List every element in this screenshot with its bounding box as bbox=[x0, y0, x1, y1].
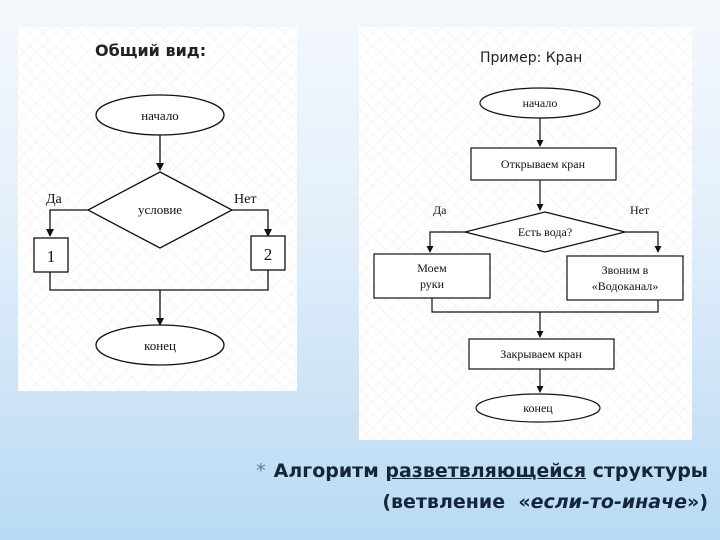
no-branch-line bbox=[232, 209, 272, 237]
call-vodokanal-box bbox=[566, 255, 684, 301]
example-merge-line bbox=[431, 298, 659, 313]
caption-word-branching: разветвляющейся bbox=[385, 460, 587, 482]
block-1-label: 1 bbox=[47, 247, 56, 266]
call-vodokanal-line2: «Водоканал» bbox=[592, 279, 659, 293]
water-condition-diamond bbox=[464, 211, 626, 253]
condition-diamond bbox=[86, 171, 234, 249]
example-end-label: конец bbox=[523, 401, 553, 415]
example-no-label: Нет bbox=[630, 203, 650, 217]
caption-if-then-else: если-то-иначе bbox=[530, 491, 688, 513]
wash-hands-line2: руки bbox=[420, 277, 445, 291]
end-label: конец bbox=[144, 338, 176, 353]
caption-branching-open: (ветвление bbox=[382, 491, 506, 513]
example-yes-label: Да bbox=[433, 203, 447, 217]
start-label: начало bbox=[141, 108, 179, 123]
caption-word-algorithm: Алгоритм bbox=[273, 460, 379, 482]
end-terminal bbox=[95, 324, 225, 366]
example-no-branch-line bbox=[625, 231, 662, 253]
no-label: Нет bbox=[234, 192, 256, 207]
condition-label: условие bbox=[138, 202, 182, 217]
close-tap-label: Закрываем кран bbox=[500, 347, 582, 361]
example-end-terminal bbox=[475, 393, 601, 423]
example-title: Пример: Кран bbox=[480, 50, 582, 66]
wash-hands-line1: Моем bbox=[417, 261, 447, 275]
caption-quote-close: » bbox=[687, 491, 700, 513]
block-1 bbox=[33, 237, 69, 273]
yes-branch-line bbox=[46, 209, 88, 237]
caption-word-structure: структуры bbox=[592, 460, 708, 482]
example-start-label: начало bbox=[523, 96, 558, 110]
water-condition-label: Есть вода? bbox=[518, 225, 572, 239]
merge-line bbox=[49, 270, 269, 291]
slide-caption: * Алгоритм разветвляющейся структуры (вет… bbox=[230, 456, 708, 518]
example-yes-branch-line bbox=[426, 231, 465, 253]
block-2 bbox=[250, 235, 286, 271]
caption-branching-close: ) bbox=[699, 491, 708, 513]
yes-label: Да bbox=[46, 192, 63, 207]
caption-line-2: (ветвление «если-то-иначе») bbox=[230, 487, 708, 518]
caption-quote-open: « bbox=[518, 491, 531, 513]
wash-hands-box bbox=[373, 253, 491, 299]
caption-line-1: * Алгоритм разветвляющейся структуры bbox=[230, 456, 708, 487]
general-view-title: Общий вид: bbox=[95, 41, 206, 60]
open-tap-box bbox=[470, 147, 617, 181]
block-2-label: 2 bbox=[264, 245, 273, 264]
bullet-star-icon: * bbox=[256, 460, 266, 482]
call-vodokanal-line1: Звоним в bbox=[602, 263, 649, 277]
close-tap-box bbox=[468, 338, 615, 370]
open-tap-label: Открываем кран bbox=[501, 157, 586, 171]
